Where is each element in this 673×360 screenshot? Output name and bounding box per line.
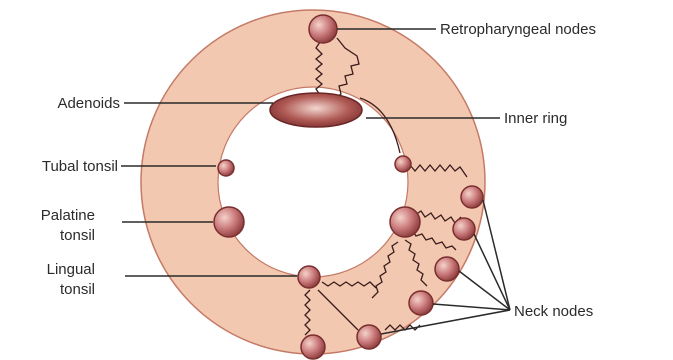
adenoids-shape <box>270 93 362 127</box>
label-palatine-line2: tonsil <box>60 227 95 244</box>
label-palatine-line1: Palatine <box>41 207 95 224</box>
leader-neck-2 <box>474 234 510 310</box>
neck-node-4 <box>409 291 433 315</box>
neck-node-2 <box>453 218 475 240</box>
label-tubal-tonsil: Tubal tonsil <box>42 158 118 175</box>
label-lingual-line1: Lingual <box>47 261 95 278</box>
lingual-tonsil-node <box>298 266 320 288</box>
label-adenoids: Adenoids <box>57 95 120 112</box>
neck-node-6 <box>301 335 325 359</box>
label-lingual-line2: tonsil <box>60 281 95 298</box>
neck-node-1 <box>461 186 483 208</box>
palatine-tonsil-node <box>214 207 244 237</box>
label-inner-ring: Inner ring <box>504 110 567 127</box>
leader-neck-4 <box>433 304 510 310</box>
neck-node-5 <box>357 325 381 349</box>
label-retropharyngeal-nodes: Retropharyngeal nodes <box>440 21 596 38</box>
neck-node-3 <box>435 257 459 281</box>
tubal-tonsil-node <box>218 160 234 176</box>
leader-neck-1 <box>483 200 510 310</box>
inner-ring-node <box>395 156 411 172</box>
retropharyngeal-node <box>309 15 337 43</box>
ring-right-node <box>390 207 420 237</box>
label-neck-nodes: Neck nodes <box>514 303 593 320</box>
